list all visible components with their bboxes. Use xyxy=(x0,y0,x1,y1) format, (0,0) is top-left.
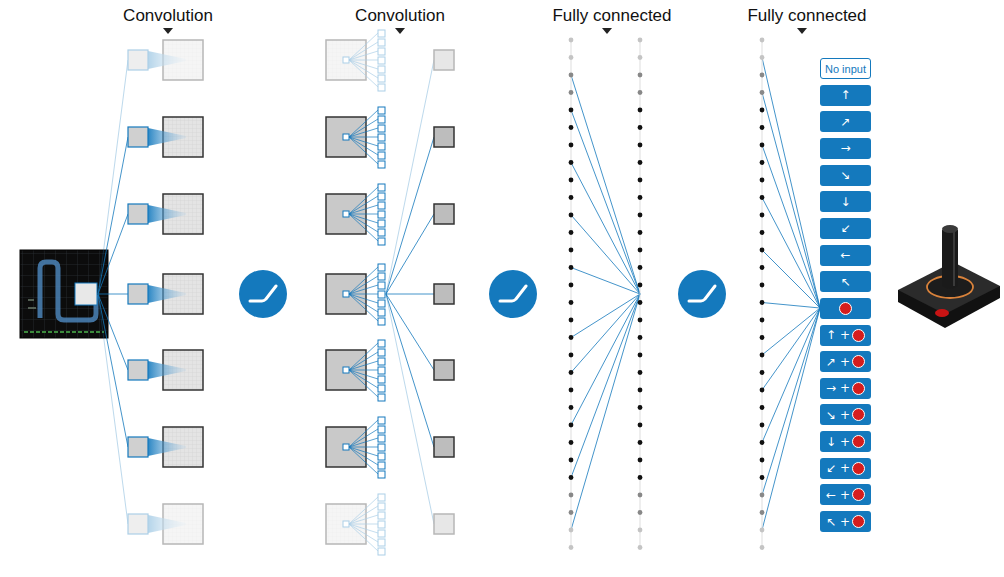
action-label: No input xyxy=(825,63,866,75)
action-button: ← + xyxy=(820,484,871,505)
action-label: → xyxy=(840,141,850,155)
fire-dot xyxy=(852,462,865,475)
layer-header: Convolution xyxy=(355,6,445,26)
relu-symbol xyxy=(239,270,287,318)
action-button: ↑ + xyxy=(820,325,871,346)
fire-button xyxy=(820,298,871,319)
fire-dot xyxy=(852,355,865,368)
action-label: ↘ xyxy=(840,168,850,182)
fc1-units xyxy=(569,38,574,550)
action-button: ← xyxy=(820,245,871,266)
action-button: ↓ xyxy=(820,191,871,212)
fire-dot xyxy=(852,408,865,421)
action-label: ↙ + xyxy=(826,461,850,475)
layer-header: Fully connected xyxy=(552,6,671,26)
fc3-units xyxy=(760,38,765,550)
action-label: ↗ + xyxy=(826,355,850,369)
game-frame xyxy=(20,250,108,338)
action-label: ↘ + xyxy=(826,408,850,422)
fire-dot xyxy=(852,515,865,528)
action-label: → + xyxy=(826,381,850,395)
action-label: ↓ + xyxy=(826,435,850,449)
fire-dot xyxy=(852,329,865,342)
action-label: ↓ xyxy=(840,195,850,209)
action-label: ↗ xyxy=(840,115,850,129)
fire-dot xyxy=(852,382,865,395)
action-button: ↗ + xyxy=(820,351,871,372)
action-button: → + xyxy=(820,378,871,399)
action-button: → xyxy=(820,138,871,159)
header-marker xyxy=(797,28,807,34)
layer-header: Convolution xyxy=(123,6,213,26)
joystick xyxy=(898,225,1000,328)
action-button: No input xyxy=(820,58,871,79)
header-marker xyxy=(602,28,612,34)
action-button: ↗ xyxy=(820,111,871,132)
layer-header: Fully connected xyxy=(747,6,866,26)
relu-symbol xyxy=(678,270,726,318)
action-label: ↑ xyxy=(840,88,850,102)
relu-symbol xyxy=(489,270,537,318)
conv1-layer xyxy=(98,40,203,544)
action-label: ↑ + xyxy=(826,328,850,342)
header-marker xyxy=(395,28,405,34)
action-button: ↖ + xyxy=(820,511,871,532)
action-button: ↖ xyxy=(820,271,871,292)
header-marker xyxy=(163,28,173,34)
action-label: ↙ xyxy=(840,221,850,235)
fc2-units xyxy=(638,38,643,550)
fire-dot xyxy=(852,435,865,448)
fc-connections xyxy=(571,58,820,531)
action-button: ↓ + xyxy=(820,431,871,452)
conv2-layer xyxy=(326,30,454,555)
action-label: ← xyxy=(840,248,850,262)
action-button: ↑ xyxy=(820,85,871,106)
action-label: ← + xyxy=(826,488,850,502)
action-label: ↖ xyxy=(840,275,850,289)
action-label: ↖ + xyxy=(826,515,850,529)
action-button: ↘ xyxy=(820,165,871,186)
action-button: ↙ + xyxy=(820,458,871,479)
fire-dot xyxy=(852,488,865,501)
action-button: ↘ + xyxy=(820,404,871,425)
fire-dot xyxy=(839,302,852,315)
action-button: ↙ xyxy=(820,218,871,239)
